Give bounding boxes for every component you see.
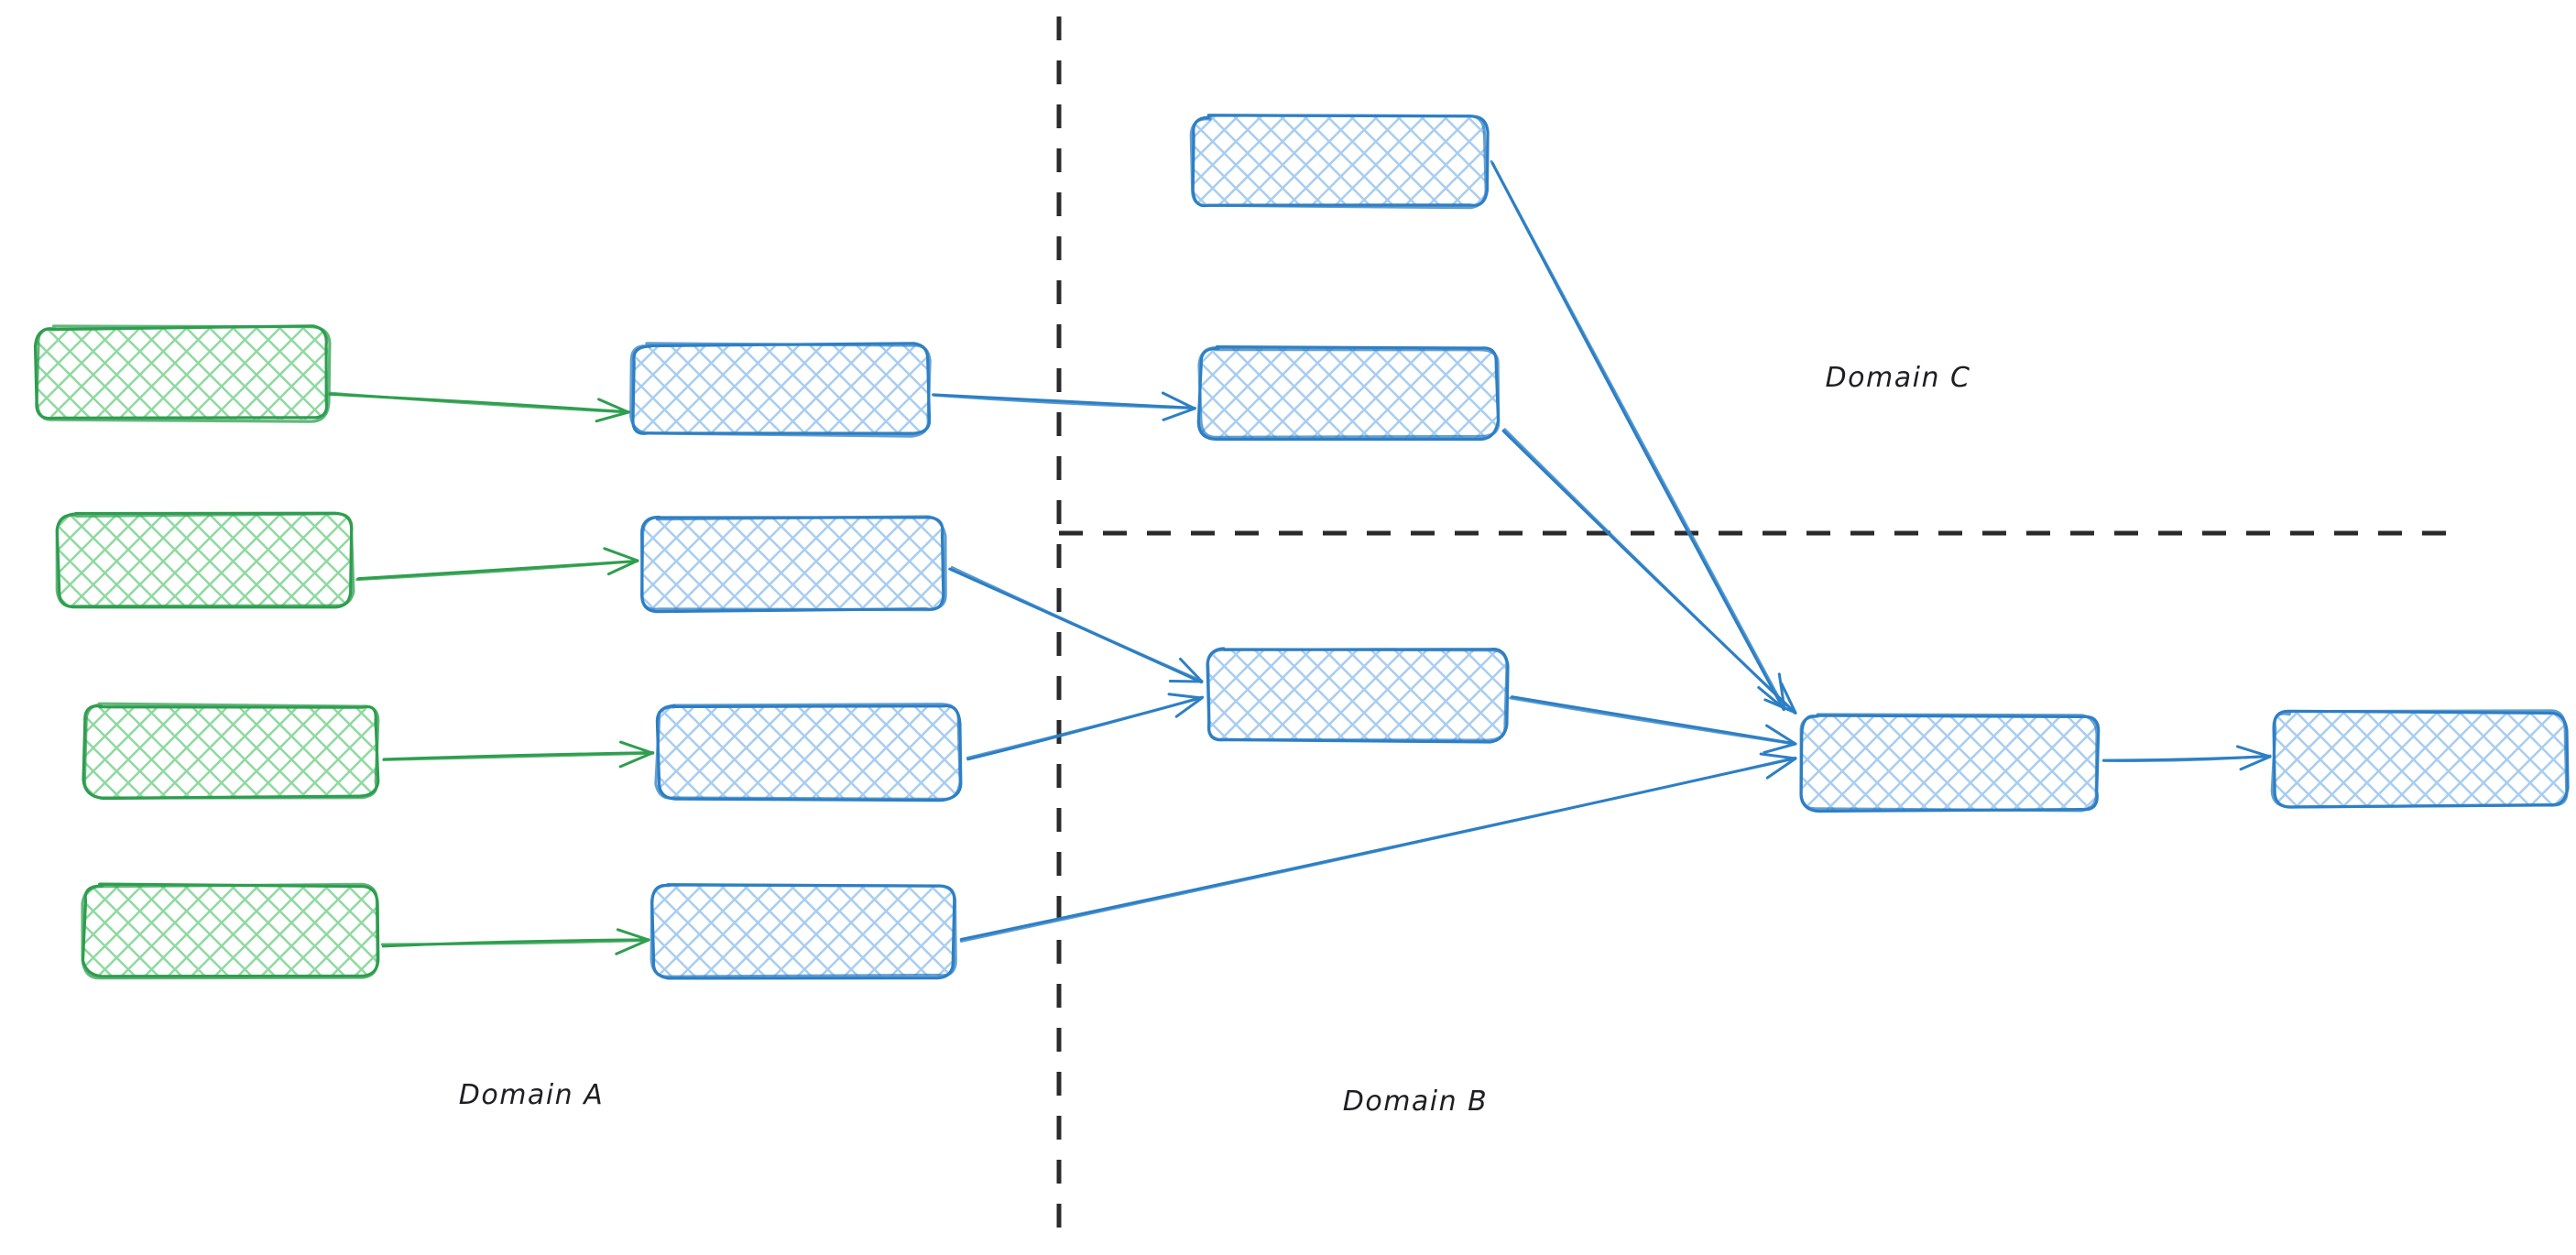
edge-line	[1490, 159, 1786, 711]
edge-c1-hub	[1490, 159, 1786, 712]
node-outline	[639, 515, 947, 612]
node-fill	[1199, 347, 1498, 439]
arrowhead-stroke	[1763, 698, 1797, 715]
arrowhead-stroke	[1161, 391, 1196, 410]
node-box-c3[interactable]	[1206, 647, 1510, 744]
node-fill	[59, 514, 353, 607]
node-outline	[629, 342, 932, 438]
arrowhead-stroke	[606, 559, 639, 576]
arrowhead-stroke	[2239, 755, 2272, 771]
node-box-out[interactable]	[2270, 709, 2570, 809]
node-outline	[2270, 709, 2569, 809]
node-fill	[84, 884, 378, 977]
arrowhead-stroke	[619, 740, 654, 755]
node-outline	[1189, 114, 1488, 210]
node-box-b1[interactable]	[629, 342, 932, 438]
edge-line	[2101, 754, 2272, 762]
node-fill	[657, 704, 961, 799]
domain-labels-layer: Domain A Domain B Domain C	[459, 362, 1971, 1118]
domain-label-domain-c: Domain C	[1826, 362, 1971, 394]
arrowhead-stroke	[1174, 696, 1204, 718]
arrowhead-stroke	[1179, 657, 1204, 683]
edge-c3-hub	[1509, 695, 1797, 754]
node-box-a1[interactable]	[33, 324, 332, 423]
node-outline	[55, 512, 355, 608]
edge-a4-b4	[380, 928, 650, 955]
edge-b3-c3	[966, 693, 1205, 761]
arrowhead-stroke	[1780, 682, 1797, 715]
arrowhead-stroke	[595, 410, 630, 423]
edge-c2-hub	[1501, 428, 1797, 715]
node-outline	[81, 882, 379, 980]
node-box-b3[interactable]	[654, 703, 963, 802]
arrowhead-stroke	[1162, 407, 1196, 421]
domain-label-domain-a: Domain A	[459, 1079, 604, 1111]
edge-b1-c2	[932, 391, 1196, 421]
node-box-b4[interactable]	[649, 883, 957, 980]
node-box-b2[interactable]	[639, 515, 947, 614]
node-outline	[82, 702, 380, 800]
node-fill	[651, 884, 955, 977]
arrowhead-stroke	[603, 547, 639, 562]
node-box-c1[interactable]	[1189, 114, 1490, 210]
edge-hub-out	[2101, 745, 2272, 771]
node-box-a4[interactable]	[81, 882, 380, 980]
nodes-layer	[33, 114, 2570, 980]
edge-line	[959, 756, 1797, 943]
node-box-a3[interactable]	[82, 702, 380, 801]
arrowhead-stroke	[1765, 724, 1797, 746]
edge-b2-c3	[948, 565, 1204, 684]
edge-line	[1509, 696, 1796, 746]
node-fill	[36, 327, 329, 420]
node-outline	[1799, 713, 2099, 813]
edge-line	[933, 393, 1196, 410]
edge-b4-hub	[959, 752, 1797, 943]
arrowhead-stroke	[1759, 752, 1797, 760]
arrowhead-stroke	[1167, 693, 1204, 700]
node-fill	[632, 344, 930, 434]
node-outline	[649, 883, 957, 978]
node-fill	[1192, 116, 1487, 207]
edge-line	[355, 559, 639, 582]
edge-a2-b2	[355, 547, 639, 582]
arrowhead-stroke	[597, 398, 630, 414]
node-fill	[1206, 648, 1507, 741]
arrowhead-stroke	[1763, 742, 1797, 754]
node-fill	[83, 705, 378, 798]
domain-label-domain-b: Domain B	[1343, 1086, 1489, 1118]
node-outline	[35, 324, 332, 423]
edge-line	[328, 391, 629, 414]
node-fill	[2273, 712, 2568, 807]
edge-line	[950, 565, 1204, 683]
node-outline	[654, 703, 962, 802]
edges-layer	[328, 159, 2272, 955]
arrowhead-stroke	[615, 938, 650, 955]
edge-a1-b1	[328, 391, 631, 423]
dividers-layer	[1056, 16, 2464, 1239]
node-fill	[1800, 715, 2099, 811]
node-outline	[1197, 346, 1501, 439]
node-box-a2[interactable]	[55, 511, 355, 609]
edge-line	[1503, 428, 1796, 715]
node-outline	[1206, 648, 1509, 742]
edge-line	[382, 751, 655, 761]
arrowhead-stroke	[1765, 757, 1797, 780]
node-fill	[640, 518, 944, 611]
node-box-c2[interactable]	[1196, 345, 1501, 442]
arrowhead-stroke	[2236, 745, 2272, 758]
edge-line	[966, 696, 1204, 759]
edge-line	[380, 939, 649, 946]
edge-a3-b3	[382, 740, 655, 769]
arrowhead-stroke	[618, 751, 654, 769]
node-box-hub[interactable]	[1799, 713, 2101, 813]
arrowhead-stroke	[616, 928, 650, 942]
